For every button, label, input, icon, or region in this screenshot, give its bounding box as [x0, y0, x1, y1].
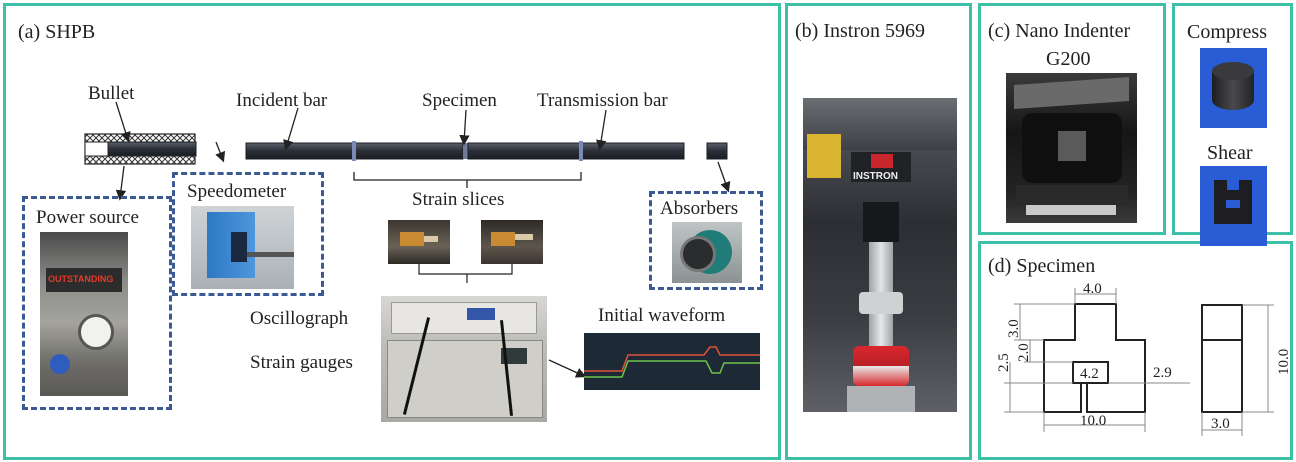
absorbers-box [649, 191, 763, 290]
absorbers-photo [672, 222, 742, 283]
side-view-rect [1201, 304, 1243, 413]
panel-a-shpb [3, 3, 781, 460]
power-source-photo: OUTSTANDING [40, 232, 128, 396]
nano-indenter-photo [1006, 73, 1137, 223]
shear-label: Shear [1207, 142, 1253, 164]
strain-slice-photo-1 [388, 220, 450, 264]
dim-h3: 2.5 [996, 353, 1012, 372]
instron-logo-icon [871, 154, 893, 168]
power-source-box [22, 196, 172, 410]
waveform-photo [584, 333, 760, 390]
strain-gauges-label: Strain gauges [250, 352, 353, 373]
dim-gap: 2.9 [1153, 365, 1172, 381]
specimen-label: Specimen [422, 90, 497, 111]
dim-height: 10.0 [1276, 349, 1292, 375]
dim-h1: 3.0 [1006, 319, 1022, 338]
dim-side-width: 3.0 [1211, 416, 1230, 432]
compress-label: Compress [1187, 21, 1267, 43]
absorber-block [706, 142, 728, 160]
panel-c-nano-indenter [978, 3, 1166, 235]
instron-photo: INSTRON [803, 98, 957, 412]
instron-brand-text: INSTRON [853, 171, 898, 182]
oscillograph-photo [381, 296, 547, 422]
transmission-bar-label: Transmission bar [537, 90, 668, 111]
panel-c-label-line1: (c) Nano Indenter [988, 20, 1131, 42]
compress-specimen-photo [1200, 48, 1267, 128]
bullet-label: Bullet [88, 83, 135, 104]
panel-d-label: (d) Specimen [988, 255, 1096, 277]
dim-h2: 2.0 [1016, 343, 1032, 362]
shear-inner-rect [1072, 361, 1109, 384]
strain-slices-label: Strain slices [412, 189, 505, 210]
absorbers-label: Absorbers [660, 198, 739, 219]
strain-slice-photo-2 [481, 220, 543, 264]
incident-bar-label: Incident bar [236, 90, 328, 111]
waveform-traces [584, 346, 760, 378]
speedometer-label: Speedometer [187, 181, 287, 202]
shear-specimen-photo [1200, 166, 1267, 246]
panel-c-label-line2: G200 [1046, 48, 1091, 70]
speedometer-photo [191, 206, 294, 289]
oscillograph-label: Oscillograph [250, 308, 349, 329]
panel-a-label: (a) SHPB [18, 21, 96, 43]
pressure-gauge-icon [78, 314, 114, 350]
power-source-label: Power source [36, 207, 139, 228]
speedometer-box [172, 172, 324, 296]
dim-base-width: 10.0 [1080, 413, 1106, 429]
transmission-bar [467, 142, 685, 160]
panel-b-instron [785, 3, 972, 460]
panel-d-specimen [978, 241, 1293, 460]
panel-b-label: (b) Instron 5969 [795, 20, 925, 42]
specimen-piece [463, 143, 468, 159]
power-brand-text: OUTSTANDING [48, 274, 114, 284]
initial-waveform-label: Initial waveform [598, 305, 726, 326]
shear-specimen-outline [1043, 303, 1146, 413]
dim-top-width: 4.0 [1083, 281, 1102, 297]
dim-inner: 4.2 [1080, 366, 1099, 382]
